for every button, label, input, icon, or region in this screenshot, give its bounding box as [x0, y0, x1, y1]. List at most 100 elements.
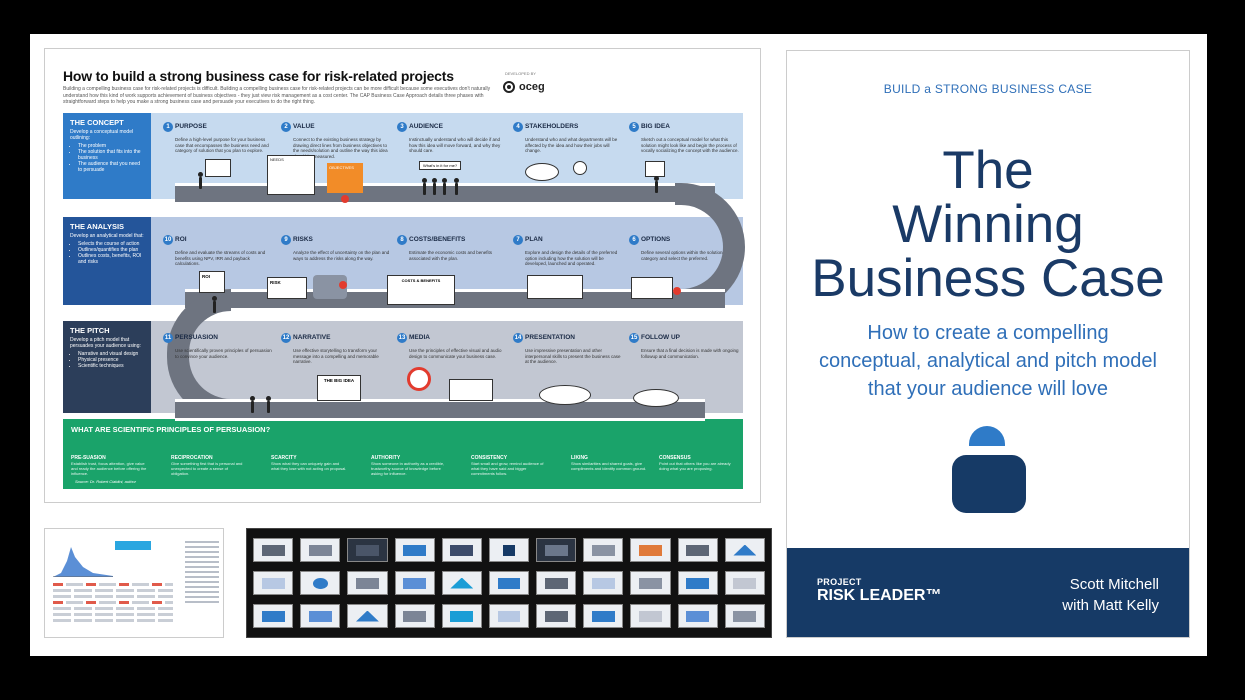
slide-thumb [724, 571, 765, 595]
cover-subtitle-line: conceptual, analytical and pitch model [819, 350, 1157, 372]
person-figure [654, 176, 659, 193]
principle-item: CONSENSUS Point out that others like you… [659, 455, 735, 471]
step-title: PERSUASION [175, 334, 218, 342]
step-text: Estimate the economic costs and benefits… [409, 250, 493, 261]
cover-title-line: Business Case [811, 249, 1165, 308]
slide-thumb [253, 538, 294, 562]
step-text: Use impressive presentation and other in… [525, 348, 621, 364]
step-text: Ensure that a final decision is made wit… [641, 348, 739, 359]
person-figure [432, 178, 437, 195]
costs-benefits-label: COSTS & BENEFITS [401, 278, 441, 283]
person-icon-body [952, 455, 1026, 513]
sheet-row [53, 601, 173, 604]
step-text: Use scientifically proven principles of … [175, 348, 272, 359]
step-title: RISKS [293, 236, 313, 244]
slide-grid [253, 538, 765, 628]
step-number: 1 [163, 121, 173, 132]
slide-thumb [394, 604, 435, 628]
principle-item: SCARCITY Show what they can uniquely gai… [271, 455, 347, 471]
poster-title: How to build a strong business case for … [63, 68, 454, 84]
slide-thumb [300, 538, 341, 562]
phase-bullet: Physical presence [78, 357, 144, 363]
phase-pitch-panel: THE PITCH Develop a pitch model that per… [63, 321, 151, 413]
slide-thumb [441, 538, 482, 562]
principle-text: Give something first that is personal an… [171, 461, 243, 476]
slide-thumb [583, 604, 624, 628]
step-text: Use effective storytelling to transform … [293, 348, 379, 364]
step-title: PRESENTATION [525, 334, 575, 342]
principle-title: RECIPROCATION [171, 455, 213, 461]
step-text: Define and evaluate the streams of costs… [175, 250, 266, 266]
sheet-row [53, 613, 173, 616]
slide-thumb [630, 538, 671, 562]
oceg-logo-text: oceg [519, 81, 545, 93]
objectives-box: OBJECTIVES [327, 163, 363, 193]
sheet-row [53, 589, 173, 592]
risk-label: RISK [270, 280, 281, 285]
options-marker [673, 287, 681, 295]
step-title: OPTIONS [641, 236, 671, 244]
oceg-logo-icon [503, 81, 515, 93]
cover-subtitle-line: How to create a compelling [867, 322, 1109, 344]
target-icon [407, 367, 431, 391]
principles-source: Source: Dr. Robert Cialdini, author [75, 479, 136, 484]
boardroom-table [539, 385, 591, 405]
slide-thumb [536, 538, 577, 562]
risk-alert-marker [339, 281, 347, 289]
step-text: Explore and design the details of the pr… [525, 250, 618, 266]
cover-footer: PROJECT RISK LEADER™ Scott Mitchell with… [787, 548, 1189, 637]
step-number: 2 [281, 121, 291, 132]
phase-title: THE PITCH [70, 326, 110, 335]
person-icon-head [969, 426, 1005, 446]
slide-thumb [630, 604, 671, 628]
principle-title: CONSENSUS [659, 455, 691, 461]
cover-subtitle-line: that your audience will love [867, 378, 1109, 400]
phase-analysis-panel: THE ANALYSIS Develop an analytical model… [63, 217, 151, 305]
principle-title: PRE-SUASION [71, 455, 106, 461]
step-number: 13 [397, 332, 407, 343]
slide-thumb [253, 604, 294, 628]
step-text: Define a high-level purpose for your bus… [175, 137, 269, 153]
sheet-callout [115, 541, 151, 550]
slide-thumb [347, 571, 388, 595]
plan-gantt-board [527, 275, 583, 299]
step-text: Use the principles of effective visual a… [409, 348, 502, 359]
step-title: PLAN [525, 236, 543, 244]
cover-authors: Scott Mitchell with Matt Kelly [1062, 574, 1159, 616]
step-number: 12 [281, 332, 291, 343]
speech-bubble: What's in it for me? [419, 161, 462, 170]
phase-bullet: The audience that you need to persuade [78, 161, 144, 173]
principle-item: AUTHORITY Show someone in authority as a… [371, 455, 447, 476]
principle-title: CONSISTENCY [471, 455, 508, 461]
phase-title: THE CONCEPT [70, 118, 124, 127]
step-title: VALUE [293, 123, 315, 131]
objectives-label: OBJECTIVES [329, 165, 354, 170]
sheet-area-chart [53, 547, 113, 577]
slide-thumb [536, 571, 577, 595]
step-number: 14 [513, 332, 523, 343]
principle-title: SCARCITY [271, 455, 297, 461]
step-text: Sketch out a conceptual model for what t… [641, 137, 739, 153]
book-cover: BUILD a STRONG BUSINESS CASE The Winning… [786, 50, 1190, 638]
slide-thumb [253, 571, 294, 595]
cover-title-line: Winning [892, 195, 1084, 254]
phase-bullet: Scientific techniques [78, 363, 144, 369]
step-title: FOLLOW UP [641, 334, 680, 342]
cover-kicker: BUILD a STRONG BUSINESS CASE [883, 82, 1093, 96]
phase-bullet: The solution that fits into the business [78, 149, 144, 161]
slide-thumb [300, 604, 341, 628]
person-figure [422, 178, 427, 195]
person-figure [442, 178, 447, 195]
principle-text: Show what they can uniquely gain and wha… [271, 461, 347, 471]
slide-thumb [677, 571, 718, 595]
step-number: 7 [513, 234, 523, 245]
phase-bullet: Narrative and visual design [78, 351, 144, 357]
brand-big-text: RISK LEADER™ [817, 587, 942, 604]
step-text: Understand who and what departments will… [525, 137, 618, 153]
slide-thumb [536, 604, 577, 628]
